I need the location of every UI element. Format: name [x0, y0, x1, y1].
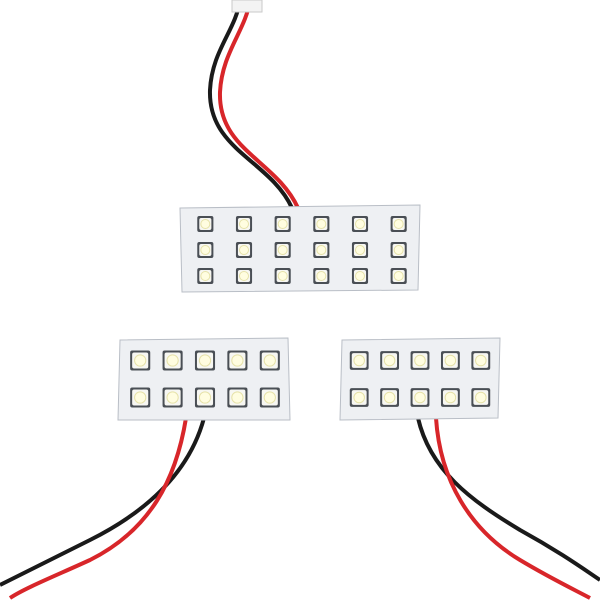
led-emitter [354, 218, 366, 230]
led-emitter [166, 391, 179, 404]
led-emitter [277, 218, 288, 230]
led-emitter [277, 270, 288, 282]
led-emitter [393, 244, 404, 256]
led-emitter [198, 391, 212, 404]
led-emitter [354, 270, 366, 282]
led-emitter [316, 218, 327, 230]
top-wire-black [207, 0, 294, 209]
led-panel-bottom-left [117, 337, 291, 421]
led-emitter [238, 270, 250, 282]
led-emitter [200, 218, 211, 230]
led-emitter [263, 391, 276, 404]
circuit-board [339, 337, 501, 421]
led-emitter [231, 354, 244, 367]
led-emitter [414, 391, 426, 404]
led-emitter [383, 391, 396, 404]
led-emitter [166, 354, 179, 367]
led-emitter [263, 354, 276, 367]
right-wire-red [434, 417, 591, 600]
left-wire-red [8, 417, 188, 600]
led-emitter [316, 270, 327, 282]
led-panel-top [179, 204, 421, 293]
led-emitter [475, 391, 487, 404]
led-emitter [200, 270, 211, 282]
led-emitter [444, 391, 457, 404]
led-emitter [231, 391, 244, 404]
led-emitter [393, 270, 404, 282]
panels [117, 204, 501, 421]
led-emitter [200, 244, 211, 256]
circuit-board [117, 337, 291, 421]
led-emitter [353, 354, 365, 367]
top-wire-red [217, 0, 300, 209]
led-emitter [475, 354, 487, 367]
right-wire-black [416, 417, 600, 582]
led-emitter [238, 218, 250, 230]
led-emitter [316, 244, 327, 256]
led-emitter [414, 354, 426, 367]
led-panel-bottom-right [339, 337, 501, 421]
left-wire-black [0, 417, 206, 587]
led-emitter [383, 354, 396, 367]
led-emitter [354, 244, 366, 256]
led-emitter [444, 354, 457, 367]
circuit-board [179, 204, 421, 293]
led-emitter [277, 244, 288, 256]
led-emitter [238, 244, 250, 256]
connector [231, 0, 263, 13]
led-emitter [134, 354, 147, 367]
led-emitter [134, 391, 147, 404]
led-emitter [393, 218, 404, 230]
led-emitter [353, 391, 365, 404]
led-emitter [198, 354, 212, 367]
